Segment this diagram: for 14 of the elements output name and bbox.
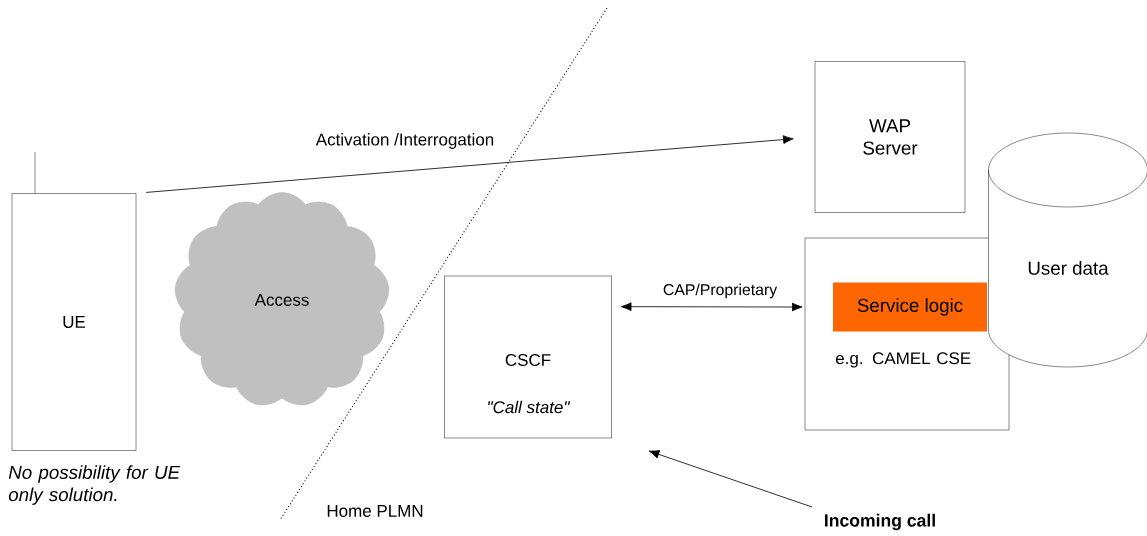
arrow xyxy=(620,302,803,312)
edge-label: Activation /Interrogation xyxy=(315,133,494,149)
region-label: Home PLMN xyxy=(327,505,423,517)
database-cylinder: User data xyxy=(988,132,1147,368)
cscf-box: CSCF "Call state" xyxy=(444,275,612,439)
service-logic-box: Service logic xyxy=(833,282,987,332)
arrow xyxy=(648,450,813,508)
incoming-call-text: Incoming call xyxy=(825,513,935,531)
node-label: User data xyxy=(1028,261,1109,275)
access-cloud: Access xyxy=(174,192,390,406)
node-label: No possibility for UE only solution. xyxy=(8,465,181,505)
arrow xyxy=(145,135,794,193)
server-box: WAP Server xyxy=(814,61,966,213)
edge-label: CAP/Proprietary xyxy=(663,283,778,299)
